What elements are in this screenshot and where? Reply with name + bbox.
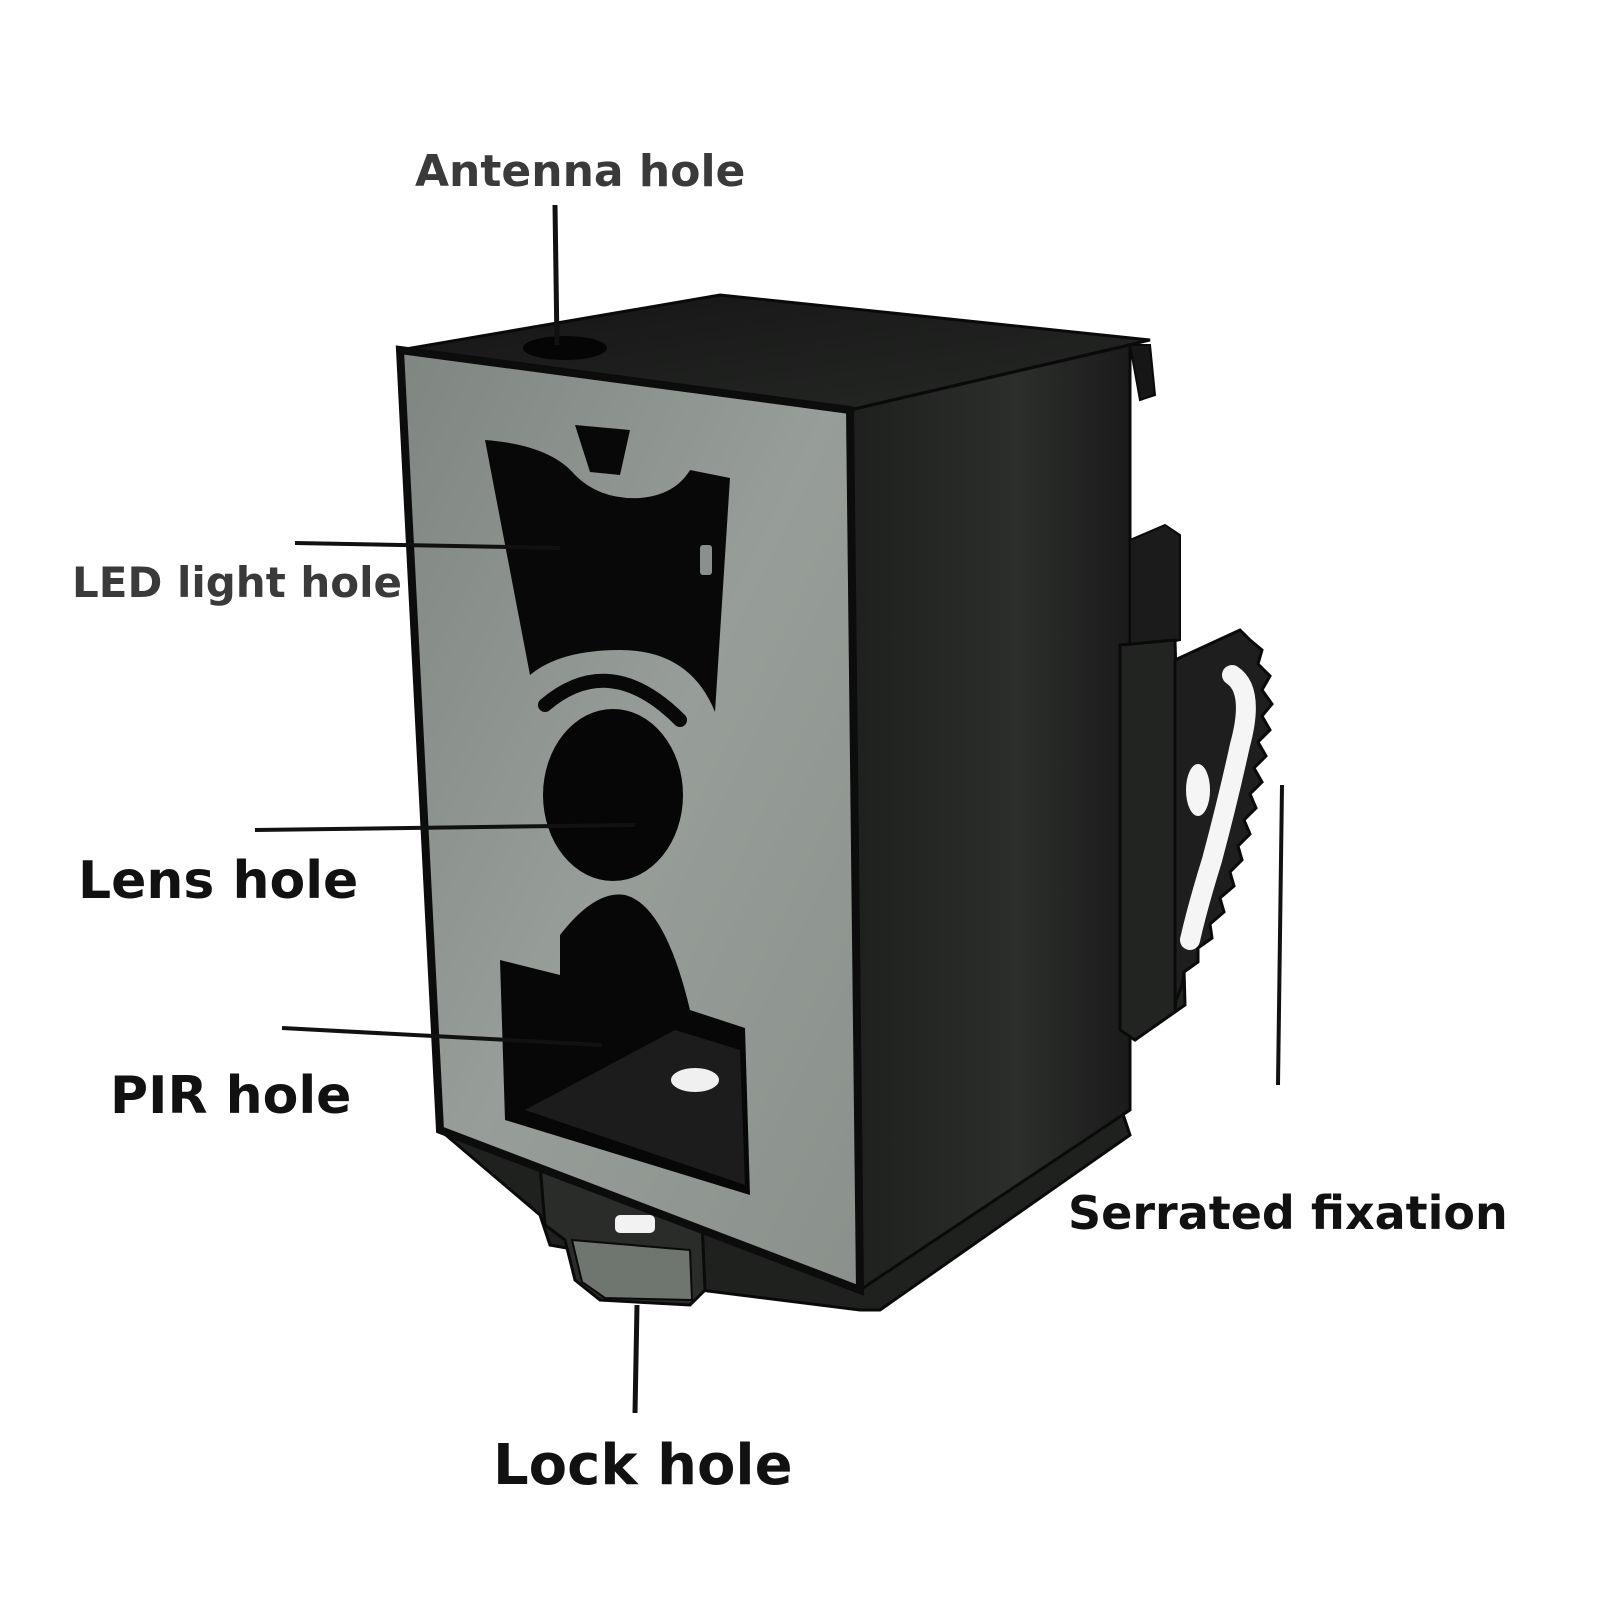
inner-plate-hole [671, 1068, 719, 1092]
lens-hole-label: Lens hole [78, 851, 359, 911]
lock-hole-slot [615, 1215, 655, 1233]
serrated-slot [1180, 665, 1256, 950]
lock-tab-face [570, 1238, 694, 1302]
lens-hole-opening [543, 709, 683, 881]
front-top-notch [575, 425, 630, 475]
lock-hole-label: Lock hole [493, 1433, 793, 1498]
leader-lens [254, 823, 636, 832]
leader-led [294, 541, 561, 550]
antenna-hole-opening [523, 336, 607, 360]
led-light-hole-window [485, 440, 730, 712]
leader-serrated [1276, 784, 1284, 1086]
serrated-fixation-label: Serrated fixation [1068, 1186, 1508, 1240]
leader-lock [632, 1304, 640, 1414]
led-inner-tab [700, 545, 712, 575]
side-bracket-upper [1129, 523, 1181, 652]
serrated-round-hole [1186, 764, 1210, 816]
pir-hole-label: PIR hole [110, 1066, 352, 1126]
leader-pir [281, 1026, 603, 1047]
lens-upper-arc [538, 673, 687, 727]
antenna-hole-label: Antenna hole [415, 146, 746, 197]
led-light-hole-label: LED light hole [72, 558, 403, 607]
leader-antenna [552, 204, 560, 346]
top-rear-lip [1128, 344, 1157, 402]
side-bracket-plate [1118, 638, 1187, 1042]
